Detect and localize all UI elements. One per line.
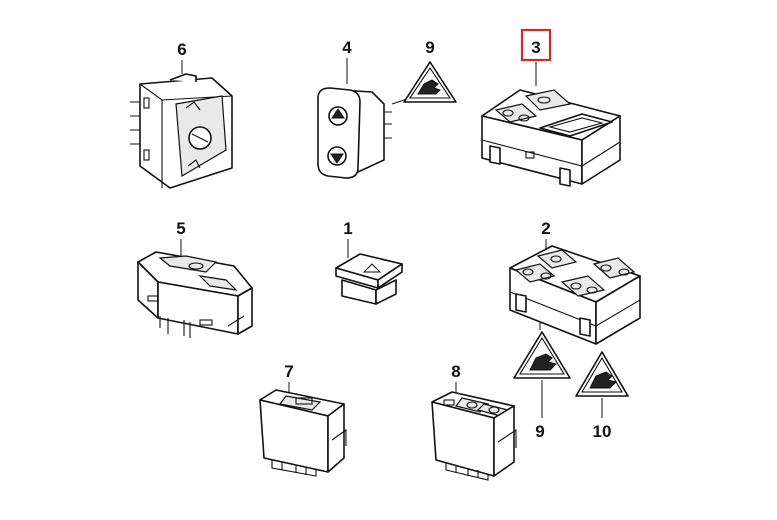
callout-4: 4 bbox=[342, 38, 352, 57]
hand-pinch-icon bbox=[417, 79, 441, 95]
callout-9-top: 9 bbox=[425, 38, 434, 57]
part-4-updown-switch[interactable]: 4 bbox=[317, 38, 411, 179]
callout-10: 10 bbox=[593, 422, 612, 441]
part-1-hazard-switch[interactable]: 1 bbox=[335, 219, 403, 305]
part-9-warning-label-top[interactable]: 9 bbox=[403, 38, 457, 103]
callout-7: 7 bbox=[284, 362, 293, 381]
part-8-dual-switch[interactable]: 8 bbox=[431, 362, 517, 481]
callout-8: 8 bbox=[451, 362, 460, 381]
callout-5: 5 bbox=[176, 219, 185, 238]
part-9-warning-label-bottom[interactable]: 9 bbox=[513, 331, 571, 441]
callout-9-bottom: 9 bbox=[535, 422, 544, 441]
part-2-four-button-block[interactable]: 2 bbox=[509, 219, 641, 345]
callout-1: 1 bbox=[343, 219, 352, 238]
callout-6: 6 bbox=[177, 40, 186, 59]
callout-2: 2 bbox=[541, 219, 550, 238]
callout-3-highlight bbox=[520, 28, 552, 62]
part-10-warning-label[interactable]: 10 bbox=[575, 351, 629, 441]
part-7-single-switch[interactable]: 7 bbox=[259, 362, 347, 477]
hand-pinch-icon bbox=[589, 371, 617, 389]
part-3-switch-block[interactable]: 3 bbox=[481, 28, 621, 187]
callout-3: 3 bbox=[531, 38, 540, 57]
part-6-rocker-switch[interactable]: 6 bbox=[130, 40, 233, 189]
hand-pinch-icon bbox=[529, 353, 557, 371]
part-5-long-switch[interactable]: 5 bbox=[137, 219, 253, 338]
